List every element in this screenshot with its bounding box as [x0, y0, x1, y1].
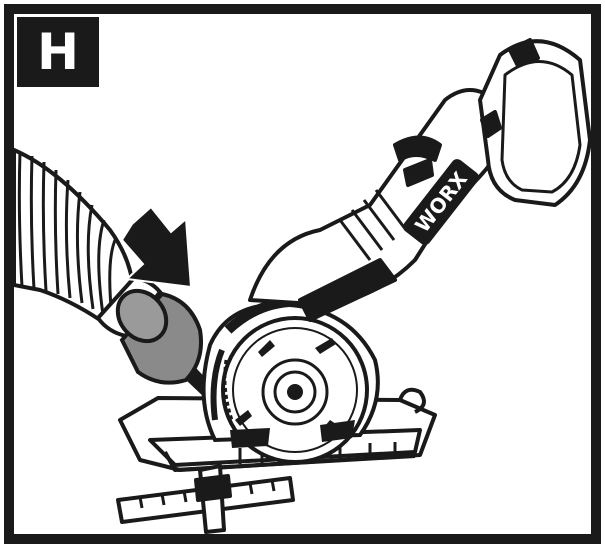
circular-saw-icon: [201, 296, 380, 464]
step-badge: H: [17, 17, 99, 87]
nozzle-adapter: [119, 291, 203, 385]
down-right-arrow-icon: [120, 205, 193, 289]
figure-border: [4, 4, 601, 544]
battery-pack-icon: [478, 38, 592, 207]
saw-body: WORX: [248, 88, 502, 322]
step-label: H: [37, 23, 79, 81]
